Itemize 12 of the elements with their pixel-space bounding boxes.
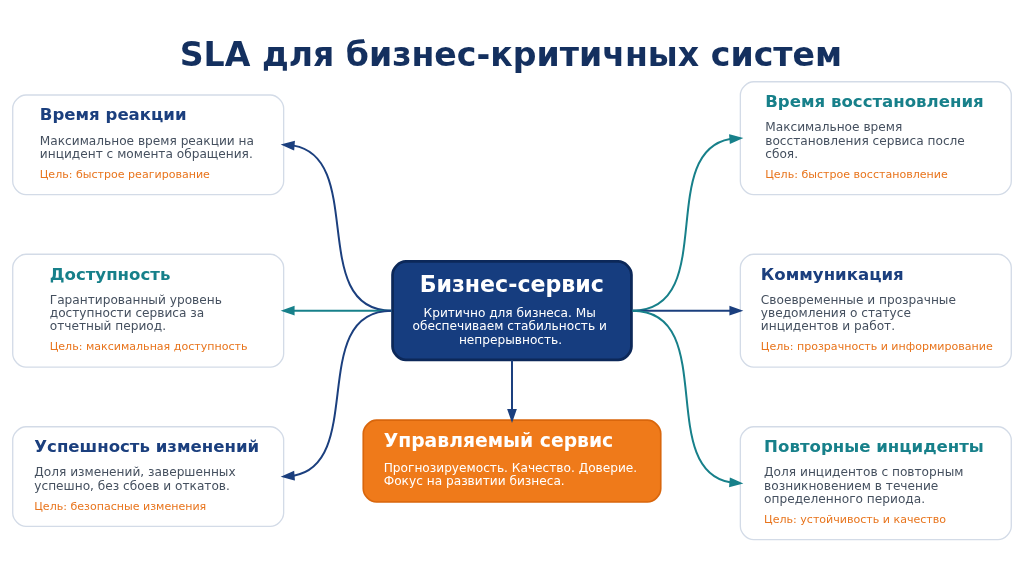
- node-box: Успешность изменений Доля изменений, завершенных успешно, без сбоев и откатов. Цель: безопасные изменения: [12, 426, 285, 527]
- node-box: Бизнес-сервис Критично для бизнеса. Мы обеспечиваем стабильность и непрерывность.: [391, 260, 633, 362]
- node-box: Время реакции Максимальное время реакции на инцидент с момента обращения. Цель: быстрое реагирование: [12, 94, 285, 196]
- node-box: Повторные инциденты Доля инцидентов с повторным возникновением в течение определенного периода. Цель: устойчивость и качество: [739, 426, 1012, 541]
- arrow: [507, 359, 517, 423]
- node-box: Время восстановления Максимальное время восстановления сервиса после сбоя. Цель: быстрое восстановление: [739, 81, 1012, 196]
- node-box: Коммуникация Своевременные и прозрачные уведомления о статусе инцидентов и работ. Цель: прозрачность и информирование: [739, 253, 1012, 368]
- node-box: Доступность Гарантированный уровень доступности сервиса за отчетный период. Цель: максимальная доступность: [12, 253, 285, 368]
- arrow: [280, 309, 393, 481]
- arrow: [631, 309, 744, 488]
- node-box: Управляемый сервис Прогнозируемость. Качество. Доверие. Фокус на развитии бизнеса.: [362, 419, 662, 503]
- diagram-title: SLA для бизнес-критичных систем: [179, 35, 843, 75]
